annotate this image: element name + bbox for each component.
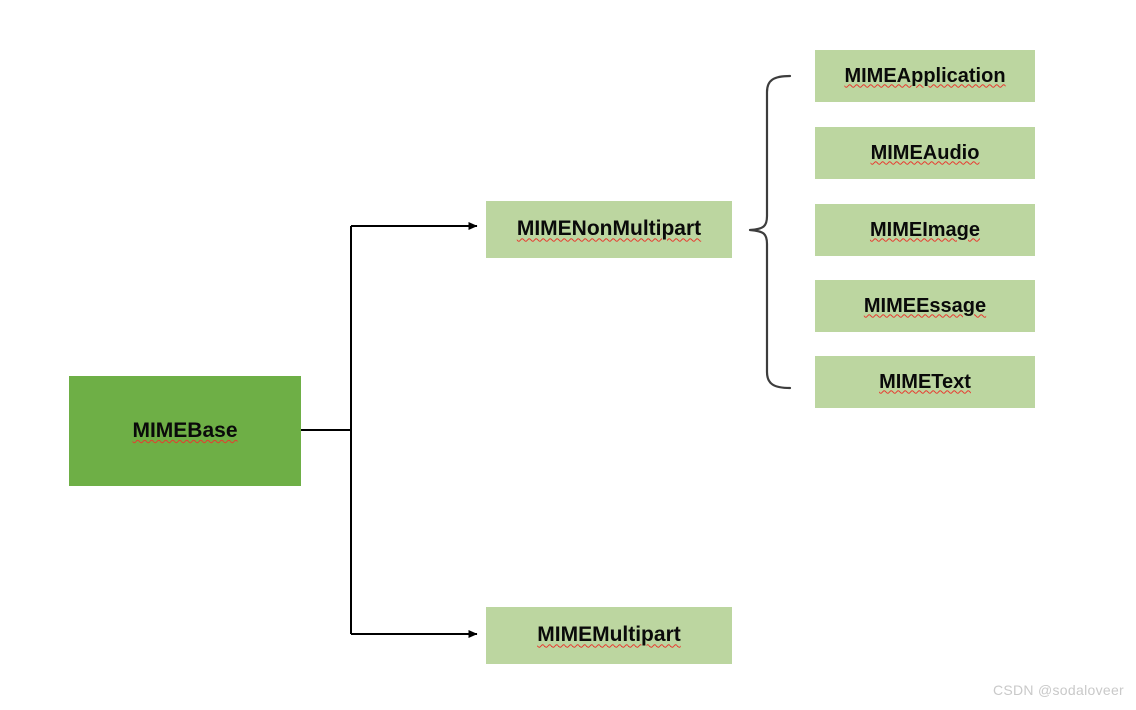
node-mimeapplication[interactable]: MIMEApplication (815, 50, 1035, 102)
node-mimeaudio[interactable]: MIMEAudio (815, 127, 1035, 179)
node-mimetext-label: MIMEText (879, 370, 971, 393)
node-mimetext[interactable]: MIMEText (815, 356, 1035, 408)
node-mimebase[interactable]: MIMEBase (69, 376, 301, 486)
node-mimenonmultipart[interactable]: MIMENonMultipart (486, 201, 732, 258)
node-mimeessage[interactable]: MIMEEssage (815, 280, 1035, 332)
node-mimenonmultipart-label: MIMENonMultipart (516, 217, 702, 241)
node-mimemultipart[interactable]: MIMEMultipart (486, 607, 732, 664)
node-mimebase-label: MIMEBase (132, 418, 238, 442)
node-mimeimage[interactable]: MIMEImage (815, 204, 1035, 256)
edge-curly-brace-leaf-group (748, 74, 792, 390)
watermark: CSDN @sodaloveer (992, 682, 1124, 698)
node-mimemultipart-label: MIMEMultipart (537, 623, 681, 647)
node-mimeapplication-label: MIMEApplication (844, 64, 1006, 87)
node-mimeimage-label: MIMEImage (869, 218, 981, 241)
node-mimeaudio-label: MIMEAudio (870, 141, 980, 164)
node-mimeessage-label: MIMEEssage (863, 294, 987, 317)
